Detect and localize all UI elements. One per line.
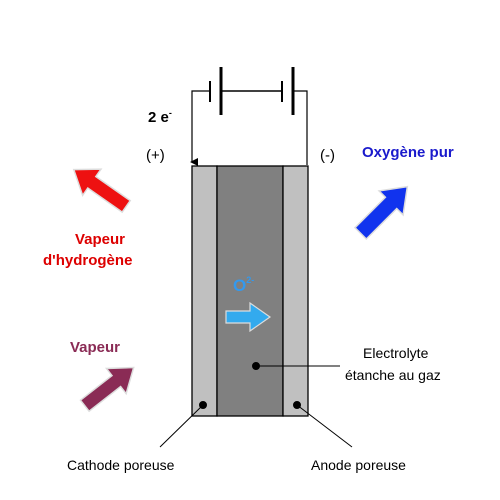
anode-layer (282, 165, 309, 417)
vapor-arrow-icon (79, 366, 135, 413)
hydrogen-vapor-label-line1: Vapeur (75, 231, 125, 248)
anode-label: Anode poreuse (311, 457, 406, 473)
electrolysis-cell (191, 165, 309, 417)
battery-symbol (209, 67, 295, 115)
electrolyte-label-line1: Electrolyte (363, 345, 429, 361)
anode-leader (296, 404, 353, 448)
cathode-layer (191, 165, 218, 417)
hydrogen-vapor-arrow-icon (72, 168, 132, 214)
oxygen-pure-label: Oxygène pur (362, 144, 454, 161)
oxide-ion-label: O2- (233, 275, 254, 295)
minus-terminal-label: (-) (320, 147, 335, 164)
external-circuit-wires (190, 90, 308, 166)
oxide-ion-arrow-icon (225, 301, 272, 333)
plus-terminal-label: (+) (146, 147, 165, 164)
electrons-label: 2 e- (148, 108, 172, 126)
electrolyte-layer (216, 165, 284, 417)
cathode-label: Cathode poreuse (67, 457, 175, 473)
vapor-label: Vapeur (70, 339, 120, 356)
oxygen-arrow-icon (353, 185, 409, 241)
callout-lines (159, 362, 353, 448)
hydrogen-vapor-label-line2: d'hydrogène (43, 252, 132, 269)
electrolyte-label-line2: étanche au gaz (345, 367, 441, 383)
cathode-leader (159, 404, 204, 448)
